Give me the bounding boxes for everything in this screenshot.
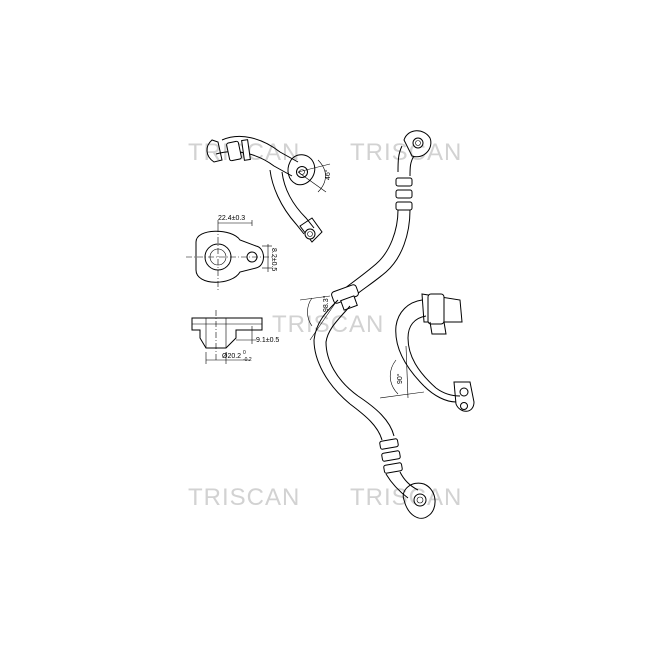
main-pipe: 98.3° xyxy=(299,130,436,519)
watermark-top-right: TRISCAN xyxy=(350,139,462,166)
angle-right-label: 90° xyxy=(396,373,404,384)
watermark-middle: TRISCAN xyxy=(272,311,384,338)
flange-side-view: 9.1±0.5 Ø20.2 0 -0.2 xyxy=(191,310,279,364)
flange-diameter-tol-lower: -0.2 xyxy=(243,357,252,363)
angle-top-label: 46° xyxy=(324,169,332,180)
angle-middle-label: 98.3° xyxy=(322,295,330,312)
detail-view-top-left: 46° xyxy=(206,135,332,243)
flange-front-view: 22.4±0.3 8.2±0.5 xyxy=(186,215,277,290)
flange-width-label: 22.4±0.3 xyxy=(218,215,245,222)
flange-diameter-tol-upper: 0 xyxy=(243,350,246,356)
detail-view-right: 90° xyxy=(379,293,475,412)
flange-height-label: 8.2±0.5 xyxy=(270,248,277,271)
flange-thickness-label: 9.1±0.5 xyxy=(256,337,279,344)
flange-diameter-label: Ø20.2 xyxy=(222,353,241,360)
watermark-bottom-left: TRISCAN xyxy=(188,484,300,511)
